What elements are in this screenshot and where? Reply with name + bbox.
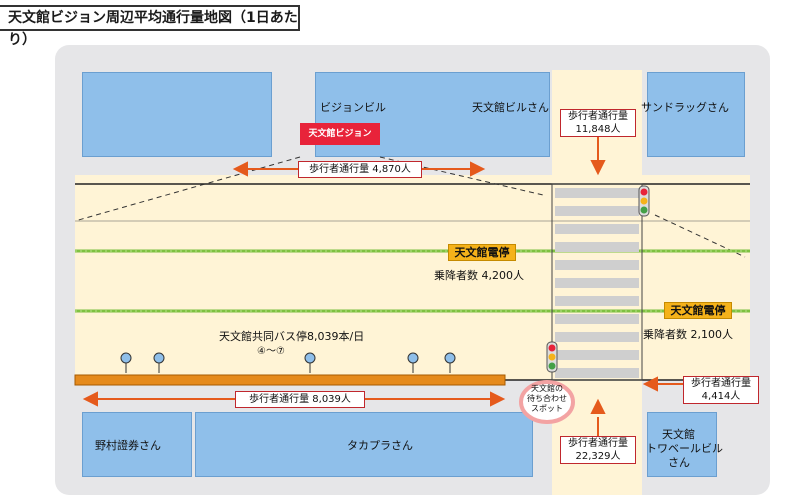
label-takapura: タカプラさん — [347, 439, 413, 452]
building-left-top — [82, 72, 272, 157]
sight-line-left — [74, 156, 301, 222]
building-nomura — [82, 412, 192, 477]
meeting-spot-highlight — [519, 380, 575, 424]
label-sundrug: サンドラッグさん — [641, 101, 729, 114]
label-vision-building: ビジョンビル — [320, 101, 386, 114]
count-bottom-street: 歩行者通行量 8,039人 — [235, 391, 365, 408]
building-sundrug — [647, 72, 745, 157]
map-area: ビジョンビル 天文館ビルさん サンドラッグさん 野村證券さん タカプラさん 天文… — [55, 45, 770, 495]
count-bottom-crossing-value: 22,329人 — [575, 451, 621, 462]
arrow-bottom-crossing — [590, 398, 606, 437]
label-tower-1: 天文館 — [662, 428, 695, 441]
crosswalk-stripes — [555, 188, 639, 378]
traffic-light-bottom — [546, 341, 558, 373]
building-takapura — [195, 412, 533, 477]
arrow-top-crossing — [590, 137, 606, 176]
meeting-spot-line-1: 天文館の — [531, 384, 563, 393]
vision-sign: 天文館ビジョン — [300, 123, 380, 145]
meeting-spot-label: 天文館の 待ち合わせ スポット — [521, 384, 573, 414]
crosswalk-frame — [551, 183, 643, 381]
count-right-street-label: 歩行者通行量 — [691, 378, 751, 389]
bus-stop-poles — [120, 352, 456, 373]
count-top-street: 歩行者通行量 4,870人 — [298, 161, 422, 178]
arrow-right-street — [642, 376, 685, 392]
label-tenmonkan-building: 天文館ビルさん — [472, 101, 549, 114]
label-nomura: 野村證券さん — [95, 439, 161, 452]
label-tower-2: トワベールビル — [646, 442, 723, 455]
tram-stop-sign-1: 天文館電停 — [448, 244, 516, 261]
count-top-crossing: 歩行者通行量 11,848人 — [560, 109, 636, 137]
meeting-spot-line-2: 待ち合わせ — [527, 394, 567, 403]
count-top-crossing-label: 歩行者通行量 — [568, 111, 628, 122]
building-tower — [647, 412, 717, 477]
count-bottom-crossing-label: 歩行者通行量 — [568, 438, 628, 449]
bus-stop-platform — [74, 374, 506, 386]
bus-stop-name: 天文館共同バス停8,039本/日 — [219, 330, 365, 343]
count-right-street: 歩行者通行量 4,414人 — [683, 376, 759, 404]
traffic-light-top — [638, 185, 650, 217]
label-tower-3: さん — [668, 456, 690, 469]
tram-stop-riders-2: 乗降者数 2,100人 — [643, 328, 733, 341]
map-lines — [74, 137, 750, 437]
tram-stop-riders-1: 乗降者数 4,200人 — [434, 269, 524, 282]
bus-stop-numbers: ④〜⑦ — [257, 346, 285, 357]
meeting-spot-line-3: スポット — [531, 404, 563, 413]
page-title: 天文館ビジョン周辺平均通行量地図（1日あたり） — [0, 5, 300, 48]
count-bottom-crossing: 歩行者通行量 22,329人 — [560, 436, 636, 464]
count-top-crossing-value: 11,848人 — [575, 124, 621, 135]
building-vision — [315, 72, 550, 157]
tram-stop-sign-2: 天文館電停 — [664, 302, 732, 319]
count-right-street-value: 4,414人 — [701, 391, 741, 402]
